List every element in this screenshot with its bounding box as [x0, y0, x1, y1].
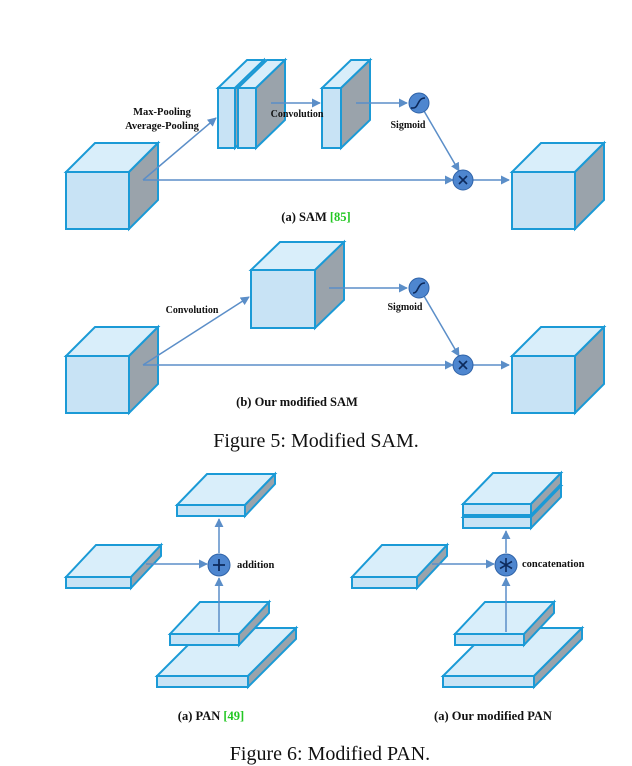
- concatenation-node: [494, 553, 518, 577]
- concatenation-label: concatenation: [522, 559, 585, 570]
- figure5-panel-a: Max-Pooling Average-Pooling Convolution …: [63, 57, 607, 232]
- lower-input-slab: [440, 625, 585, 690]
- panel-b-label: (b) Our modified SAM: [236, 395, 358, 409]
- panel-b-label: (a) Our modified PAN: [434, 709, 552, 723]
- addition-label: addition: [237, 560, 275, 571]
- upper-input-slab: [452, 599, 557, 648]
- asterisk-icon: [499, 558, 513, 572]
- pooled-feature-slabs: [215, 57, 288, 151]
- multiply-node: [452, 169, 474, 191]
- citation-49: [49]: [223, 709, 244, 723]
- sigmoid-to-multiply-arrow: [423, 110, 460, 172]
- sigmoid-node: [408, 92, 430, 114]
- pooling-arrow: [142, 117, 217, 181]
- convolution-output-slab: [319, 57, 373, 151]
- lateral-input-slab: [63, 542, 164, 591]
- sigmoid-icon: [412, 282, 426, 294]
- citation-85: [85]: [330, 210, 351, 224]
- convolution-label: Convolution: [271, 109, 324, 120]
- sigmoid-label: Sigmoid: [387, 302, 422, 313]
- output-slab: [174, 471, 278, 519]
- figure5-panel-b: Convolution Sigmoid (b) Our modified SAM: [63, 239, 607, 416]
- output-feature-cube: [509, 140, 607, 232]
- times-icon: [458, 175, 468, 185]
- panel-a-label: (a) PAN [49]: [178, 709, 244, 723]
- max-pooling-label: Max-Pooling: [133, 107, 191, 118]
- times-icon: [458, 360, 468, 370]
- convolution-output-cube: [248, 239, 347, 331]
- convolution-label: Convolution: [166, 305, 219, 316]
- concatenated-output-slabs: [460, 470, 564, 531]
- sigmoid-to-multiply-arrow: [423, 295, 460, 357]
- multiply-node: [452, 354, 474, 376]
- figure6-caption: Figure 6: Modified PAN.: [230, 743, 430, 765]
- figure6-panel-a: addition (a) PAN [49]: [63, 471, 299, 723]
- addition-node: [207, 553, 231, 577]
- convolution-arrow: [142, 296, 250, 366]
- figure6-panel-b: concatenation (a) Our modified PAN: [349, 470, 585, 723]
- output-feature-cube: [509, 324, 607, 416]
- sigmoid-node: [408, 277, 430, 299]
- panel-a-label: (a) SAM [85]: [281, 210, 350, 224]
- figure5-caption: Figure 5: Modified SAM.: [213, 430, 419, 452]
- input-feature-cube: [63, 324, 161, 416]
- sigmoid-label: Sigmoid: [390, 120, 425, 131]
- plus-icon: [213, 559, 225, 571]
- average-pooling-label: Average-Pooling: [125, 121, 200, 132]
- lateral-input-slab: [349, 542, 450, 591]
- input-feature-cube: [63, 140, 161, 232]
- sigmoid-icon: [412, 97, 426, 109]
